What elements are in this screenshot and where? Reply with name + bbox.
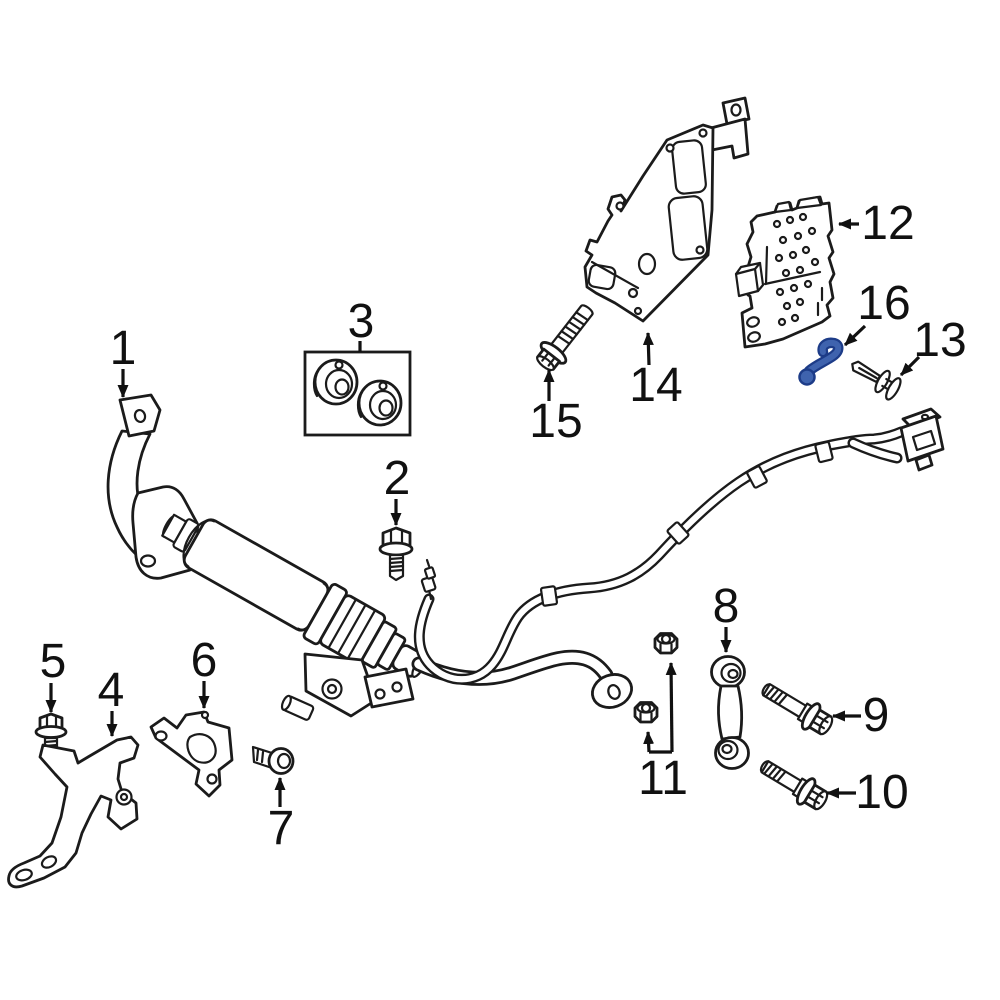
- wiring-harness: [413, 407, 945, 685]
- callout-label-13: 13: [913, 314, 966, 367]
- bolt-2: [378, 526, 414, 582]
- callout-label-10: 10: [855, 766, 908, 819]
- bracket-14: [583, 96, 751, 323]
- callout-label-16: 16: [857, 277, 910, 330]
- actuator: [161, 513, 427, 678]
- screw-7: [251, 745, 295, 775]
- callout-labels: 1 2 3 4 5 6 7 8 9 10 11 12 13 14 15 16: [40, 197, 967, 855]
- bolt-10: [759, 760, 829, 811]
- sensor-connector: [420, 558, 437, 601]
- arrow-11b: [665, 662, 677, 753]
- callout-label-8: 8: [713, 580, 740, 633]
- callout-label-9: 9: [863, 689, 890, 742]
- arrow-14: [642, 332, 654, 366]
- callout-label-15: 15: [529, 395, 582, 448]
- bracket-6: [149, 710, 234, 798]
- callout-label-2: 2: [384, 452, 411, 505]
- arrow-16: [843, 324, 867, 347]
- bolt-9: [761, 683, 834, 736]
- nut-11a: [653, 632, 679, 655]
- harness-clip: [746, 465, 768, 489]
- arrow-13: [899, 355, 921, 377]
- callout-label-6: 6: [191, 634, 218, 687]
- bracket-4: [7, 735, 140, 889]
- pushpin-13: [851, 360, 902, 401]
- module-12: [734, 195, 836, 349]
- callout-label-12: 12: [861, 197, 914, 250]
- callout-label-4: 4: [98, 664, 125, 717]
- callout-label-14: 14: [629, 359, 682, 412]
- bolt-15: [536, 304, 594, 372]
- callout-label-11: 11: [638, 752, 688, 805]
- bushing-a: [312, 358, 359, 406]
- harness-clip: [666, 521, 690, 545]
- callout-label-3: 3: [348, 295, 375, 348]
- link-8: [710, 655, 750, 770]
- nut-11b: [633, 701, 659, 724]
- harness-clip: [539, 585, 559, 607]
- arrow-11a: [643, 731, 655, 753]
- bushing-box-3: [303, 350, 412, 437]
- callout-label-5: 5: [40, 635, 67, 688]
- callout-arrows: [45, 218, 921, 807]
- callout-label-1: 1: [110, 322, 137, 375]
- harness-connector: [899, 407, 945, 472]
- callout-label-7: 7: [268, 802, 295, 855]
- highlighted-clip-16: [798, 337, 844, 386]
- bushing-b: [356, 379, 403, 427]
- harness-clip: [814, 440, 834, 464]
